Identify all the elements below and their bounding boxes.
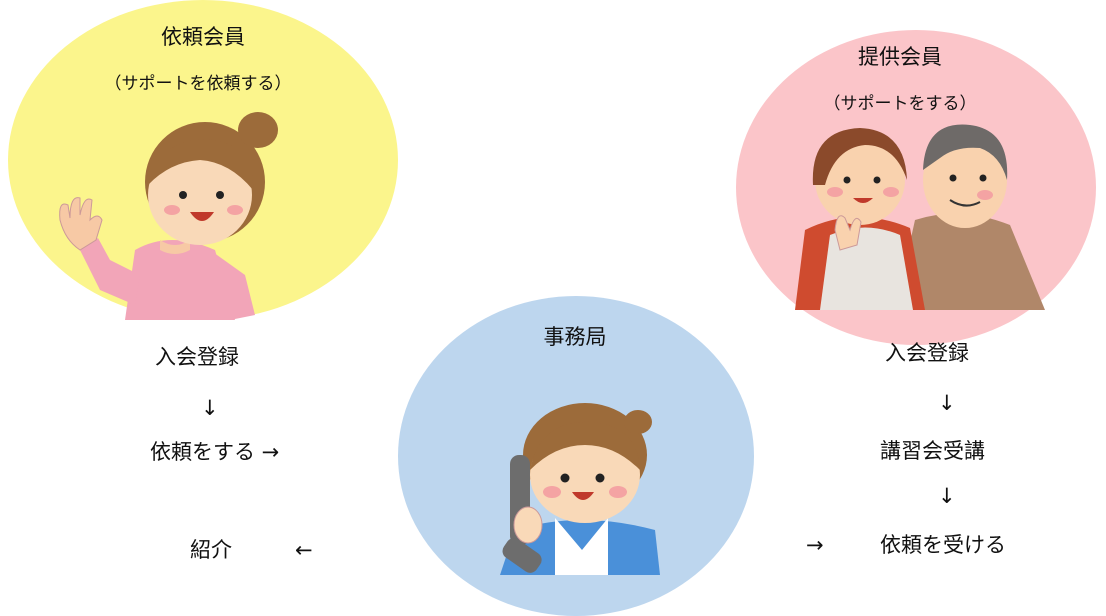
requester-title: 依頼会員 [161,25,245,49]
provider-down-arrow-2: ↓ [938,484,956,508]
requester-introduce-step: 紹介 [190,538,232,562]
provider-training-step: 講習会受講 [880,439,985,463]
provider-down-arrow-1: ↓ [938,391,956,415]
provider-register-step: 入会登録 [885,341,969,365]
provider-title: 提供会員 [858,45,942,69]
provider-right-arrow: → [806,533,824,557]
requester-request-step: 依頼をする → [150,440,280,464]
requester-subtitle: （サポートを依頼する） [104,74,292,94]
requester-down-arrow: ↓ [201,396,219,420]
requester-woman-illustration [59,112,278,320]
provider-receive-step: 依頼を受ける [880,533,1006,557]
provider-subtitle: （サポートをする） [823,94,977,114]
requester-register-step: 入会登録 [155,345,239,369]
office-title: 事務局 [543,325,607,349]
provider-couple-illustration [795,124,1045,310]
requester-left-arrow: ← [295,538,313,562]
office-staff-illustration [500,403,660,575]
